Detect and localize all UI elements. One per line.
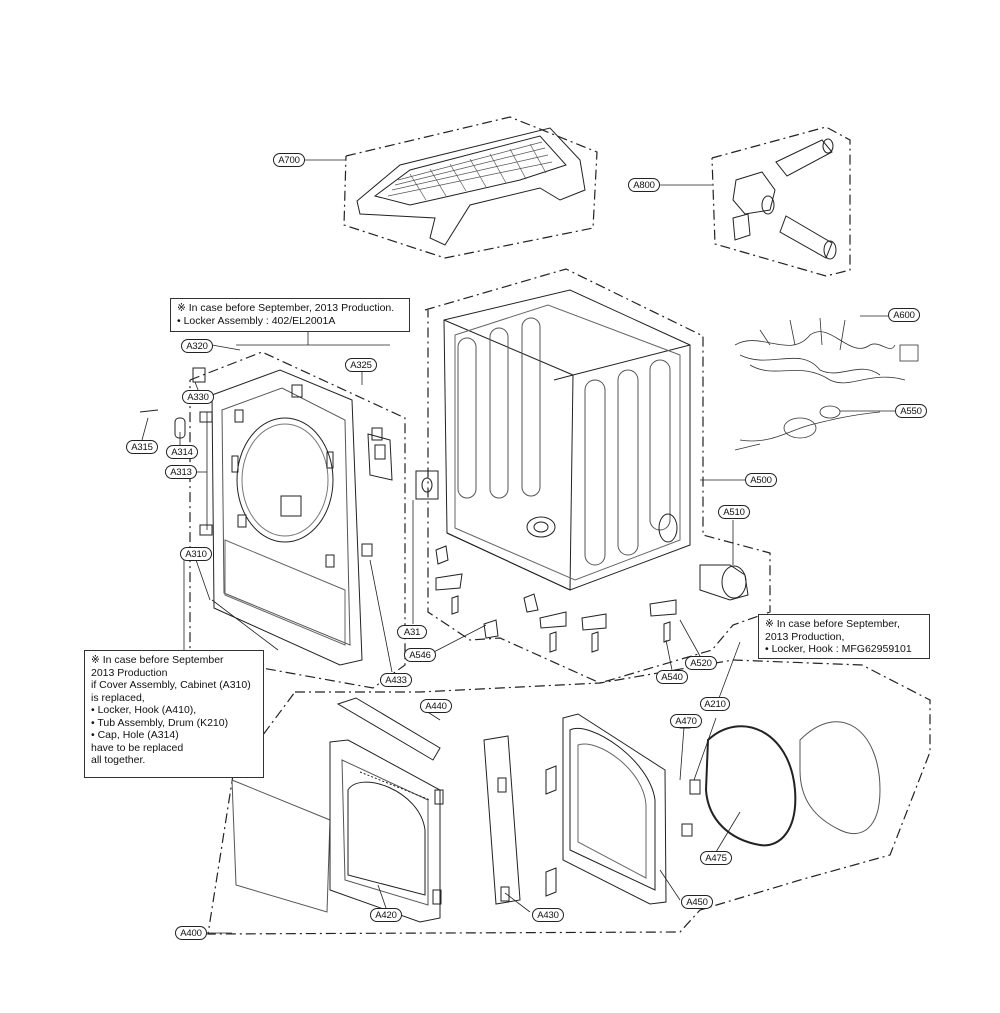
callout-a540: A540 <box>656 670 688 684</box>
callout-a800: A800 <box>628 178 660 192</box>
callout-a470: A470 <box>670 714 702 728</box>
cabinet-group-outline <box>424 268 771 684</box>
cabinet-drawing <box>415 289 749 653</box>
note-left-line-1: ※ In case before September <box>91 654 224 666</box>
door-drawing <box>231 697 881 923</box>
callout-a420: A420 <box>370 908 402 922</box>
callout-a440: A440 <box>420 699 452 713</box>
callout-a314: A314 <box>166 445 198 459</box>
front-cover-group-outline <box>189 351 406 689</box>
note-right-line-2: 2013 Production, <box>765 630 845 643</box>
callout-a520: A520 <box>685 656 717 670</box>
leader-lines <box>141 159 895 934</box>
callout-a430: A430 <box>532 908 564 922</box>
note-left-line-8: have to be replaced <box>91 741 184 754</box>
callout-a310: A310 <box>180 547 212 561</box>
wire-harness-drawing <box>734 317 919 451</box>
note-right: ※ In case before September, 2013 Product… <box>758 614 930 659</box>
note-top-line-2: • Locker Assembly : 402/EL2001A <box>177 314 336 327</box>
a700-group-outline <box>343 116 598 259</box>
note-left-line-4: is replaced, <box>91 691 145 704</box>
note-top: ※ In case before September, 2013 Product… <box>170 298 410 332</box>
callout-a330: A330 <box>182 390 214 404</box>
callout-a475: A475 <box>700 851 732 865</box>
callout-a550: A550 <box>895 404 927 418</box>
duct-parts-drawing <box>732 138 837 260</box>
front-cover-drawing <box>139 367 393 666</box>
callout-a450: A450 <box>681 895 713 909</box>
note-left-line-5: • Locker, Hook (A410), <box>91 704 197 716</box>
note-right-line-1: ※ In case before September, <box>765 618 900 630</box>
callout-a320: A320 <box>181 339 213 353</box>
note-left: ※ In case before September 2013 Producti… <box>84 650 264 778</box>
note-left-line-2: 2013 Production <box>91 666 168 679</box>
callout-a500: A500 <box>745 473 777 487</box>
note-right-line-3: • Locker, Hook : MFG62959101 <box>765 643 912 655</box>
callout-a510: A510 <box>718 505 750 519</box>
callout-a400: A400 <box>175 926 207 940</box>
callout-a700: A700 <box>273 153 305 167</box>
callout-a600: A600 <box>888 308 920 322</box>
lint-filter-drawing <box>356 127 586 246</box>
door-group-outline <box>207 659 931 935</box>
callout-a433: A433 <box>380 673 412 687</box>
callout-a315: A315 <box>126 440 158 454</box>
note-top-line-1: ※ In case before September, 2013 Product… <box>177 302 395 314</box>
note-left-line-6: • Tub Assembly, Drum (K210) <box>91 716 229 729</box>
callout-a210: A210 <box>700 697 730 711</box>
note-left-line-7: • Cap, Hole (A314) <box>91 729 179 741</box>
note-left-line-9: all together. <box>91 754 146 766</box>
callout-a313: A313 <box>165 465 197 479</box>
callout-a31: A31 <box>397 625 427 639</box>
a800-group-outline <box>711 126 851 277</box>
callout-a325: A325 <box>345 358 377 372</box>
note-left-line-3: if Cover Assembly, Cabinet (A310) <box>91 679 251 691</box>
callout-a546: A546 <box>404 648 436 662</box>
